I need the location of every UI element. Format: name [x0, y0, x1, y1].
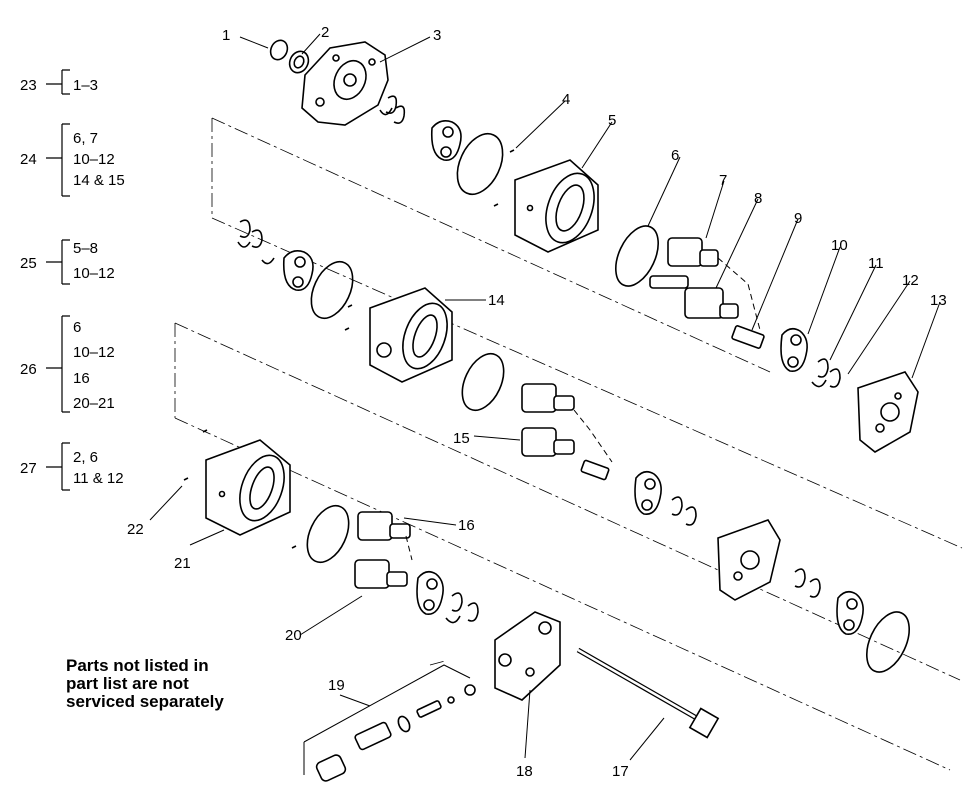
callout-16: 16: [458, 517, 475, 534]
group-line: 6: [73, 319, 81, 336]
wear-plate-part: [836, 590, 864, 635]
o-ring-part: [866, 611, 910, 673]
group-id: 23: [20, 77, 37, 94]
group-legend: [46, 69, 70, 491]
gear-housing-part: [344, 287, 453, 383]
drive-gear-part: [667, 237, 719, 267]
callout-14: 14: [488, 292, 505, 309]
group-line: 1–3: [73, 77, 98, 94]
driven-gear-part: [649, 275, 739, 319]
gear-housing-part: [205, 439, 291, 536]
callout-1: 1: [222, 27, 230, 44]
guide-lines: [174, 117, 963, 771]
group-line: 20–21: [73, 395, 115, 412]
group-id: 27: [20, 460, 37, 477]
o-ring-part: [461, 352, 505, 412]
relief-valve-part: [315, 684, 476, 782]
group-line: 6, 7: [73, 130, 98, 147]
callout-17: 17: [612, 763, 629, 780]
callout-8: 8: [754, 190, 762, 207]
note-line: Parts not listed in: [66, 656, 209, 675]
group-id: 25: [20, 255, 37, 272]
gear-part: [521, 383, 610, 481]
backup-ring-part: [445, 592, 479, 624]
tie-bolt-part: [576, 647, 720, 739]
callout-5: 5: [608, 112, 616, 129]
wear-plate-part: [780, 327, 808, 372]
callout-4: 4: [562, 91, 570, 108]
group-line: 5–8: [73, 240, 98, 257]
o-ring-part: [310, 260, 354, 320]
group-id: 26: [20, 361, 37, 378]
leader-lines: [149, 33, 941, 761]
wear-plate-part: [282, 250, 314, 291]
coupling-part: [731, 325, 765, 349]
service-note: Parts not listed in part list are not se…: [66, 657, 306, 711]
parts: [183, 39, 919, 782]
wear-plate-part: [634, 470, 662, 515]
note-line: part list are not: [66, 674, 189, 693]
callout-15: 15: [453, 430, 470, 447]
alignment-lines: [405, 257, 761, 561]
callout-3: 3: [433, 27, 441, 44]
relief-valve-bracket: [303, 664, 471, 775]
backup-ring-part: [671, 496, 697, 526]
backup-ring-part: [811, 358, 841, 388]
callout-18: 18: [516, 763, 533, 780]
callout-7: 7: [719, 172, 727, 189]
gear-part: [354, 511, 411, 589]
callout-12: 12: [902, 272, 919, 289]
callout-6: 6: [671, 147, 679, 164]
callout-10: 10: [831, 237, 848, 254]
group-line: 10–12: [73, 151, 115, 168]
group-line: 11 & 12: [73, 470, 124, 487]
gear-housing-part: [514, 159, 599, 253]
callout-20: 20: [285, 627, 302, 644]
callouts: 1 2 3 4 5 6 7 8 9 10 11 12 13 14 15 16 1…: [127, 24, 947, 780]
wear-plate-part: [416, 570, 444, 615]
o-ring-part: [456, 132, 504, 196]
backup-ring-part: [237, 219, 275, 265]
group-line: 16: [73, 370, 90, 387]
rear-cover-part: [494, 611, 561, 701]
callout-2: 2: [321, 24, 329, 41]
dowel-pin-part: [493, 149, 515, 207]
group-line: 10–12: [73, 265, 115, 282]
group-id: 24: [20, 151, 37, 168]
callout-19: 19: [328, 677, 345, 694]
callout-22: 22: [127, 521, 144, 538]
section-plate-part: [717, 519, 781, 601]
backup-ring-part: [379, 95, 406, 124]
dowel-pin-part: [183, 429, 297, 549]
o-ring-part: [306, 504, 350, 564]
backup-ring-part: [794, 568, 821, 598]
front-cover-part: [301, 41, 389, 126]
shaft-seal-part: [288, 50, 310, 74]
section-plate-part: [857, 371, 919, 453]
callout-11: 11: [868, 255, 884, 272]
note-line: serviced separately: [66, 692, 224, 711]
callout-9: 9: [794, 210, 802, 227]
wear-plate-part: [430, 120, 462, 161]
callout-21: 21: [174, 555, 191, 572]
group-line: 14 & 15: [73, 172, 125, 189]
group-line: 10–12: [73, 344, 115, 361]
callout-13: 13: [930, 292, 947, 309]
group-legend-text: 23 1–3 24 6, 7 10–12 14 & 15 25 5–8 10–1…: [20, 77, 125, 487]
snap-ring-part: [269, 39, 289, 61]
o-ring-part: [615, 225, 659, 287]
group-line: 2, 6: [73, 449, 98, 466]
